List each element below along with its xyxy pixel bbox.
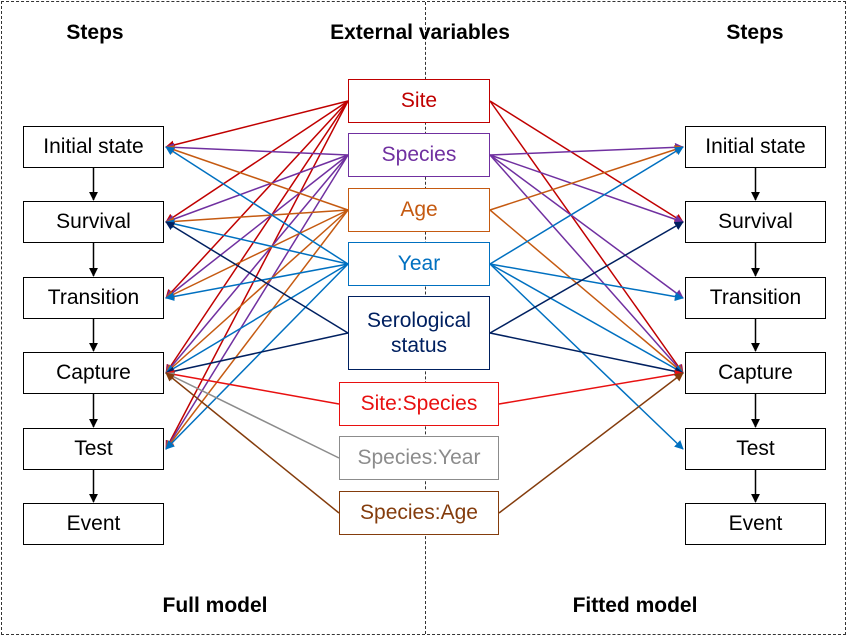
left-link-age-to-transition <box>165 209 349 299</box>
variable-age-label: Age <box>400 198 438 222</box>
fitted-model-label: Fitted model <box>572 594 698 617</box>
left-step-capture: Capture <box>23 352 164 394</box>
right-step-initial-state: Initial state <box>685 126 826 168</box>
right-link-year-to-test <box>489 263 684 450</box>
left-link-serological-status-to-survival <box>165 221 349 334</box>
right-link-species-to-survival <box>489 154 684 224</box>
right-step-capture: Capture <box>685 352 826 394</box>
right-step-test-label: Test <box>736 437 775 461</box>
variable-site: Site <box>348 79 490 123</box>
right-step-survival: Survival <box>685 201 826 243</box>
left-link-age-to-capture <box>165 209 349 374</box>
left-link-species-to-capture <box>165 154 349 374</box>
variable-species-year-label: Species:Year <box>357 446 481 470</box>
left-link-site-to-initial-state <box>165 100 349 150</box>
right-link-site-species-to-capture <box>498 369 684 405</box>
left-link-species-to-transition <box>165 154 349 299</box>
left-step-survival-label: Survival <box>56 210 131 234</box>
full-model-label: Full model <box>162 594 268 617</box>
right-link-serological-status-to-capture <box>489 332 684 376</box>
left-step-survival: Survival <box>23 201 164 243</box>
left-link-year-to-test <box>165 263 349 450</box>
left-link-species-to-test <box>165 154 349 450</box>
steps-left-heading: Steps <box>66 21 124 44</box>
right-link-species-to-transition <box>489 154 684 299</box>
left-link-species-age-to-capture <box>165 372 340 514</box>
full-model-links <box>165 100 349 514</box>
variable-year-label: Year <box>397 252 441 276</box>
left-link-year-to-transition <box>165 263 349 301</box>
variable-age: Age <box>348 188 490 232</box>
left-step-transition: Transition <box>23 277 164 319</box>
left-step-transition-label: Transition <box>47 286 140 310</box>
variable-serological-status: Serological status <box>348 296 490 370</box>
fitted-model-links <box>489 100 684 514</box>
left-link-species-to-survival <box>165 154 349 224</box>
right-link-site-to-capture <box>489 100 684 374</box>
left-link-age-to-survival <box>165 209 349 226</box>
right-link-site-to-survival <box>489 100 684 223</box>
left-link-year-to-survival <box>165 219 349 265</box>
right-step-transition-label: Transition <box>709 286 802 310</box>
variable-species-age-label: Species:Age <box>360 501 478 525</box>
left-step-event-label: Event <box>66 512 121 536</box>
right-link-year-to-capture <box>489 263 684 374</box>
left-link-site-to-transition <box>165 100 349 299</box>
left-link-year-to-initial-state <box>165 146 349 265</box>
variable-site-species: Site:Species <box>339 382 499 426</box>
left-step-capture-label: Capture <box>56 361 131 385</box>
external-variables-heading: External variables <box>330 21 510 44</box>
left-step-initial-state: Initial state <box>23 126 164 168</box>
left-link-site-to-test <box>165 100 349 450</box>
steps-right-heading: Steps <box>726 21 784 44</box>
left-step-event: Event <box>23 503 164 545</box>
variable-species-label: Species <box>381 143 457 167</box>
variable-site-label: Site <box>400 89 438 113</box>
left-link-site-to-survival <box>165 100 349 223</box>
left-step-test-label: Test <box>74 437 113 461</box>
right-step-test: Test <box>685 428 826 470</box>
left-link-year-to-capture <box>165 263 349 374</box>
variable-species-age: Species:Age <box>339 491 499 535</box>
left-step-test: Test <box>23 428 164 470</box>
variable-species: Species <box>348 133 490 177</box>
left-link-species-year-to-capture <box>165 372 340 459</box>
right-link-age-to-capture <box>489 209 684 374</box>
right-step-event-label: Event <box>728 512 783 536</box>
left-link-site-to-capture <box>165 100 349 374</box>
variable-species-year: Species:Year <box>339 436 499 480</box>
left-link-species-to-initial-state <box>165 142 349 156</box>
right-link-year-to-transition <box>489 263 684 302</box>
right-link-serological-status-to-survival <box>489 221 684 334</box>
right-step-initial-state-label: Initial state <box>705 135 806 159</box>
right-link-species-to-initial-state <box>489 142 684 156</box>
variable-serological-status-label: Serological status <box>367 308 471 357</box>
right-link-species-to-capture <box>489 154 684 374</box>
right-step-capture-label: Capture <box>718 361 793 385</box>
right-link-species-age-to-capture <box>498 372 684 514</box>
left-link-age-to-initial-state <box>165 145 349 211</box>
left-link-site-species-to-capture <box>165 369 340 405</box>
right-step-event: Event <box>685 503 826 545</box>
variable-year: Year <box>348 242 490 286</box>
left-link-serological-status-to-capture <box>165 332 349 376</box>
left-link-age-to-test <box>165 209 349 450</box>
variable-site-species-label: Site:Species <box>360 392 478 416</box>
right-link-age-to-initial-state <box>489 145 684 211</box>
right-step-survival-label: Survival <box>718 210 793 234</box>
left-step-initial-state-label: Initial state <box>43 135 144 159</box>
right-link-year-to-initial-state <box>489 146 684 265</box>
right-step-transition: Transition <box>685 277 826 319</box>
